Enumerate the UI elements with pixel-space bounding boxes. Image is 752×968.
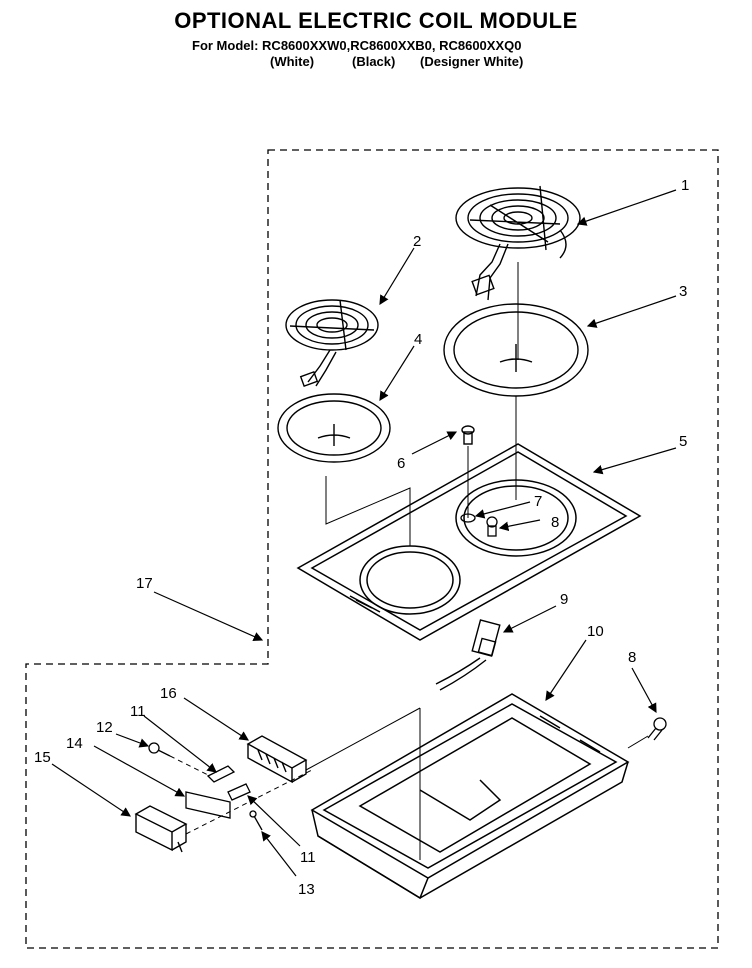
callout-10: 10 bbox=[587, 623, 604, 640]
screw-12 bbox=[148, 742, 171, 757]
burner-box bbox=[310, 693, 630, 900]
module-boundary-dashed bbox=[25, 149, 719, 949]
callout-3: 3 bbox=[679, 283, 687, 300]
callout-12: 12 bbox=[96, 719, 113, 736]
color-designer-label: (Designer White) bbox=[420, 54, 524, 69]
cover-15 bbox=[134, 805, 188, 853]
screw-8-upper bbox=[486, 516, 498, 537]
cooktop-frame bbox=[296, 443, 642, 641]
small-drip-bowl bbox=[277, 393, 391, 463]
bracket-14 bbox=[185, 791, 231, 819]
callout-17: 17 bbox=[136, 575, 153, 592]
callout-11-lower: 11 bbox=[300, 849, 316, 866]
leader-lines bbox=[51, 189, 677, 877]
clip-11-upper bbox=[206, 765, 236, 783]
screw-13 bbox=[249, 810, 263, 831]
callout-2: 2 bbox=[413, 233, 421, 250]
callout-11-upper: 11 bbox=[130, 703, 146, 720]
color-white-label: (White) bbox=[270, 54, 315, 69]
callout-15: 15 bbox=[34, 749, 51, 766]
large-drip-bowl bbox=[443, 303, 589, 397]
terminal-block bbox=[435, 619, 501, 691]
callout-9: 9 bbox=[560, 591, 568, 608]
callout-7: 7 bbox=[534, 493, 542, 510]
screw-8-right bbox=[647, 717, 667, 741]
callout-8-right: 8 bbox=[628, 649, 636, 666]
callout-8-upper: 8 bbox=[551, 514, 559, 531]
callout-16: 16 bbox=[160, 685, 177, 702]
callout-4: 4 bbox=[414, 331, 422, 348]
clip-11-lower bbox=[227, 783, 251, 801]
callout-5: 5 bbox=[679, 433, 687, 450]
terminal-housing bbox=[246, 735, 308, 784]
color-black-label: (Black) bbox=[352, 54, 396, 69]
small-coil-element bbox=[285, 299, 379, 387]
callout-6: 6 bbox=[397, 455, 405, 472]
screw-6 bbox=[461, 425, 475, 445]
diagram-title: OPTIONAL ELECTRIC COIL MODULE bbox=[174, 8, 578, 33]
callout-14: 14 bbox=[66, 735, 83, 752]
model-numbers: For Model: RC8600XXW0,RC8600XXB0, RC8600… bbox=[192, 38, 522, 53]
callout-1: 1 bbox=[681, 177, 689, 194]
callout-13: 13 bbox=[298, 881, 315, 898]
